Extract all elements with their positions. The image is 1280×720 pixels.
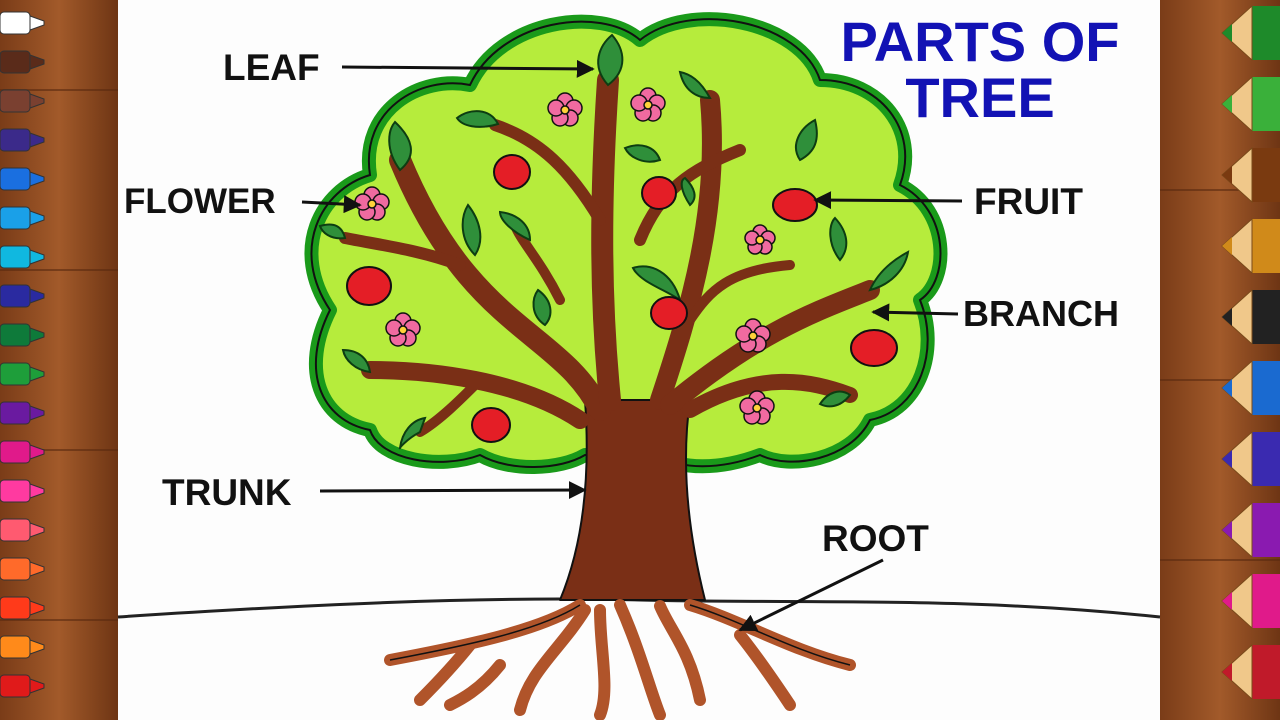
fruit-label: FRUIT [974, 181, 1083, 222]
marker-pen-icon [0, 635, 45, 659]
marker-pen-icon [0, 128, 45, 152]
colored-pencil-icon [1221, 501, 1280, 559]
tree-canopy [304, 12, 948, 474]
colored-pencil-icon [1221, 643, 1280, 701]
colored-pencil-icon [1221, 288, 1280, 346]
ground-line [117, 597, 1161, 619]
wood-panel-left [0, 0, 118, 720]
title-line-2: TREE [905, 66, 1055, 129]
leaf-arrow [341, 59, 595, 78]
marker-pen-icon [0, 518, 45, 542]
trunk-label: TRUNK [162, 472, 292, 513]
fruit-icon [346, 154, 898, 443]
flower-label: FLOWER [124, 182, 276, 221]
label-arrows [301, 59, 963, 632]
colored-pencil-icon [1221, 572, 1280, 630]
marker-pen-icon [0, 362, 45, 386]
colored-pencil-icon [1221, 359, 1280, 417]
marker-pen-icon [0, 323, 45, 347]
marker-pen-icon [0, 479, 45, 503]
marker-pen-icon [0, 206, 45, 230]
colored-pencil-icon [1221, 146, 1280, 204]
leaf-label: LEAF [223, 47, 320, 88]
marker-pens [0, 11, 45, 698]
marker-pen-icon [0, 245, 45, 269]
tree-branches [339, 69, 880, 437]
page-title: PARTS OF TREE [810, 14, 1150, 126]
marker-pen-icon [0, 674, 45, 698]
wood-panel-right [1160, 0, 1280, 720]
marker-pen-icon [0, 50, 45, 74]
marker-pen-icon [0, 596, 45, 620]
marker-pen-icon [0, 284, 45, 308]
colored-pencil-icon [1221, 430, 1280, 488]
root-label: ROOT [822, 518, 929, 559]
leaf-icon [318, 33, 910, 450]
marker-pen-icon [0, 167, 45, 191]
root-icon [384, 599, 856, 720]
colored-pencil-icon [1221, 217, 1280, 275]
flower-icon [354, 87, 776, 425]
colored-pencils [1221, 4, 1280, 701]
marker-pen-icon [0, 89, 45, 113]
flower-arrow [301, 195, 362, 214]
trunk-arrow [319, 481, 587, 500]
marker-pen-icon [0, 440, 45, 464]
marker-pen-icon [0, 557, 45, 581]
root-arrow [738, 558, 884, 632]
branch-label: BRANCH [963, 293, 1119, 334]
colored-pencil-icon [1221, 75, 1280, 133]
marker-pen-icon [0, 11, 45, 35]
fruit-arrow [813, 191, 963, 210]
branch-arrow [871, 303, 959, 322]
marker-pen-icon [0, 401, 45, 425]
colored-pencil-icon [1221, 4, 1280, 62]
title-line-1: PARTS OF [840, 10, 1120, 73]
